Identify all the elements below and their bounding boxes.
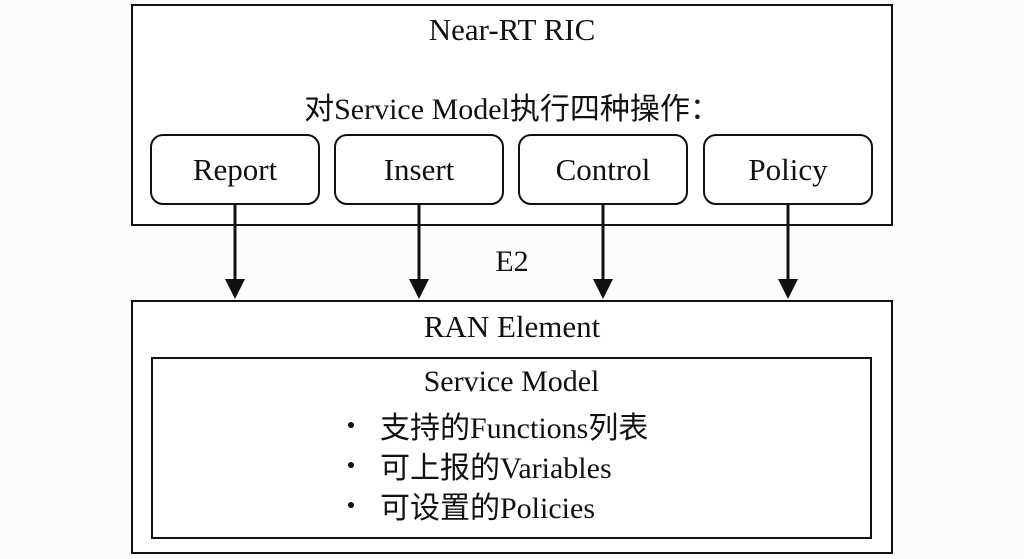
- e2-interface-label: E2: [495, 245, 529, 278]
- list-item-text: 可设置的Policies: [380, 492, 595, 525]
- near-rt-ric-subtitle: 对Service Model执行四种操作：: [304, 93, 720, 126]
- list-item: 可设置的Policies: [340, 485, 648, 525]
- operation-insert-box: Insert: [334, 134, 504, 205]
- operation-control-box: Control: [518, 134, 688, 205]
- list-item-text: 支持的Functions列表: [380, 412, 649, 445]
- service-model-list: 支持的Functions列表 可上报的Variables 可设置的Policie…: [340, 405, 648, 525]
- operation-policy-box: Policy: [703, 134, 873, 205]
- list-item-text: 可上报的Variables: [380, 452, 612, 485]
- operation-report-box: Report: [150, 134, 320, 205]
- list-item: 支持的Functions列表: [340, 405, 648, 445]
- near-rt-ric-title: Near-RT RIC: [428, 12, 596, 47]
- service-model-title: Service Model: [423, 365, 600, 398]
- list-item: 可上报的Variables: [340, 445, 648, 485]
- ran-element-title: RAN Element: [423, 309, 601, 344]
- bullet-icon: [348, 502, 354, 508]
- service-model-box: [151, 357, 872, 539]
- bullet-icon: [348, 422, 354, 428]
- bullet-icon: [348, 462, 354, 468]
